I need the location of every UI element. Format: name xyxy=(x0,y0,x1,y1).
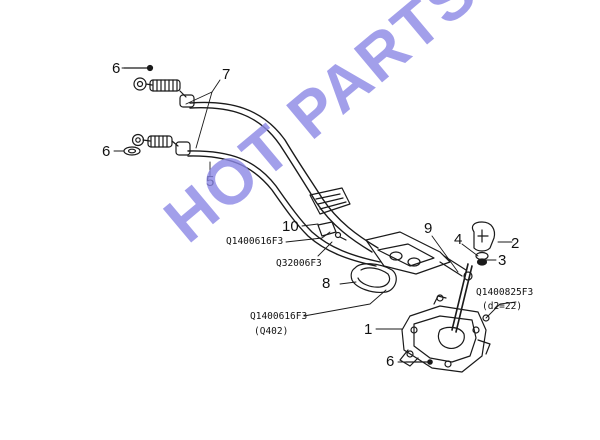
callout-1: 1 xyxy=(364,321,373,338)
callout-8: 8 xyxy=(322,275,331,292)
callout-5: 5 xyxy=(206,173,215,190)
clip-pins xyxy=(123,64,433,365)
callout-7: 7 xyxy=(222,66,231,83)
callout-4: 4 xyxy=(454,231,463,248)
shift-knob-assembly xyxy=(451,221,496,333)
part-code-left-mid: Q32006F3 xyxy=(276,258,322,269)
callout-6-top: 6 xyxy=(112,60,121,77)
callout-10: 10 xyxy=(282,218,299,235)
part-code-left-bottom: Q1400616F3 xyxy=(250,311,308,322)
cable-bracket xyxy=(365,231,473,281)
shifter-base xyxy=(399,294,491,373)
shift-cables xyxy=(187,101,381,267)
part-code-left-bottom-note: (Q402) xyxy=(254,326,289,337)
lower-cable-end xyxy=(131,133,191,156)
callout-3: 3 xyxy=(498,252,507,269)
callout-9: 9 xyxy=(424,220,433,237)
part-code-left-top: Q1400616F3 xyxy=(226,236,284,247)
callout-2: 2 xyxy=(511,235,520,252)
upper-cable-end xyxy=(133,77,195,108)
cable-clamp xyxy=(309,187,351,241)
callout-6-bottom: 6 xyxy=(386,353,395,370)
gasket-plate xyxy=(350,263,397,293)
leader-lines xyxy=(113,67,517,363)
callout-6-mid: 6 xyxy=(102,143,111,160)
part-code-right: Q1400825F3 xyxy=(476,287,534,298)
part-code-right-note: (d2=22) xyxy=(482,301,523,312)
